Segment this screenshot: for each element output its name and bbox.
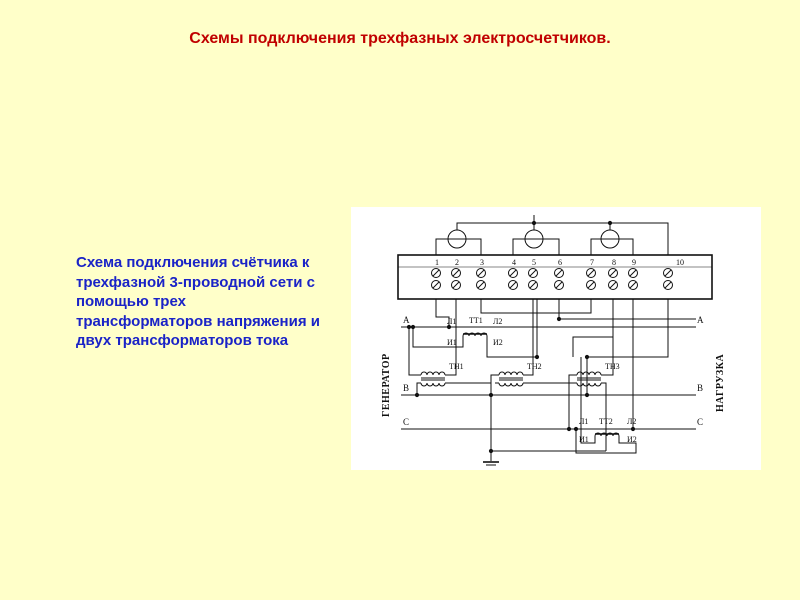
terminal-label-8: 8 (612, 258, 616, 267)
load-label: НАГРУЗКА (715, 354, 726, 412)
phase-label-c-right: C (697, 417, 703, 427)
phase-label-a-right: A (697, 315, 704, 325)
terminal-screw-8 (608, 268, 618, 290)
terminal-screw-6 (554, 268, 564, 290)
generator-label: ГЕНЕРАТОР (381, 353, 392, 417)
tt1-name: ТТ1 (469, 316, 483, 325)
terminal-label-9: 9 (632, 258, 636, 267)
tt2-i1: И1 (579, 435, 589, 444)
tt2-l2: Л2 (627, 417, 636, 426)
terminal-screw-2 (451, 268, 461, 290)
slide-title: Схемы подключения трехфазных электросчет… (189, 30, 611, 47)
terminal-screw-9 (628, 268, 638, 290)
terminal-screw-1 (431, 268, 441, 290)
tt2-l1: Л1 (579, 417, 588, 426)
tn1-name: ТН1 (449, 362, 464, 371)
tt1-i1: И1 (447, 338, 457, 347)
terminal-label-4: 4 (512, 258, 516, 267)
tt2-name: ТТ2 (599, 417, 613, 426)
tt1-l2: Л2 (493, 317, 502, 326)
tn3-name: ТН3 (605, 362, 620, 371)
terminal-label-6: 6 (558, 258, 562, 267)
tn2 (498, 371, 524, 387)
tt1-l1: Л1 (447, 317, 456, 326)
diagram-caption: Схема подключения счётчика к трехфазной … (76, 254, 320, 349)
phase-label-c-left: C (403, 417, 409, 427)
terminal-screw-3 (476, 268, 486, 290)
terminal-screw-7 (586, 268, 596, 290)
wiring-diagram-svg: 1 2 3 4 5 6 7 8 9 10 A B C A B C ГЕНЕРАТ… (381, 215, 726, 466)
tn1 (420, 371, 446, 387)
terminal-screw-10 (663, 268, 673, 290)
terminal-label-3: 3 (480, 258, 484, 267)
meter-body (397, 254, 713, 300)
terminal-label-2: 2 (455, 258, 459, 267)
phase-label-a-left: A (403, 315, 410, 325)
phase-label-b-left: B (403, 383, 409, 393)
wiring-diagram: 1 2 3 4 5 6 7 8 9 10 A B C A B C ГЕНЕРАТ… (351, 207, 761, 470)
terminal-screw-5 (528, 268, 538, 290)
terminal-label-7: 7 (590, 258, 594, 267)
phase-label-b-right: B (697, 383, 703, 393)
tt2-i2: И2 (627, 435, 637, 444)
terminal-label-10: 10 (676, 258, 684, 267)
tt1-i2: И2 (493, 338, 503, 347)
terminal-label-5: 5 (532, 258, 536, 267)
tn2-name: ТН2 (527, 362, 542, 371)
terminal-screw-4 (508, 268, 518, 290)
terminal-label-1: 1 (435, 258, 439, 267)
